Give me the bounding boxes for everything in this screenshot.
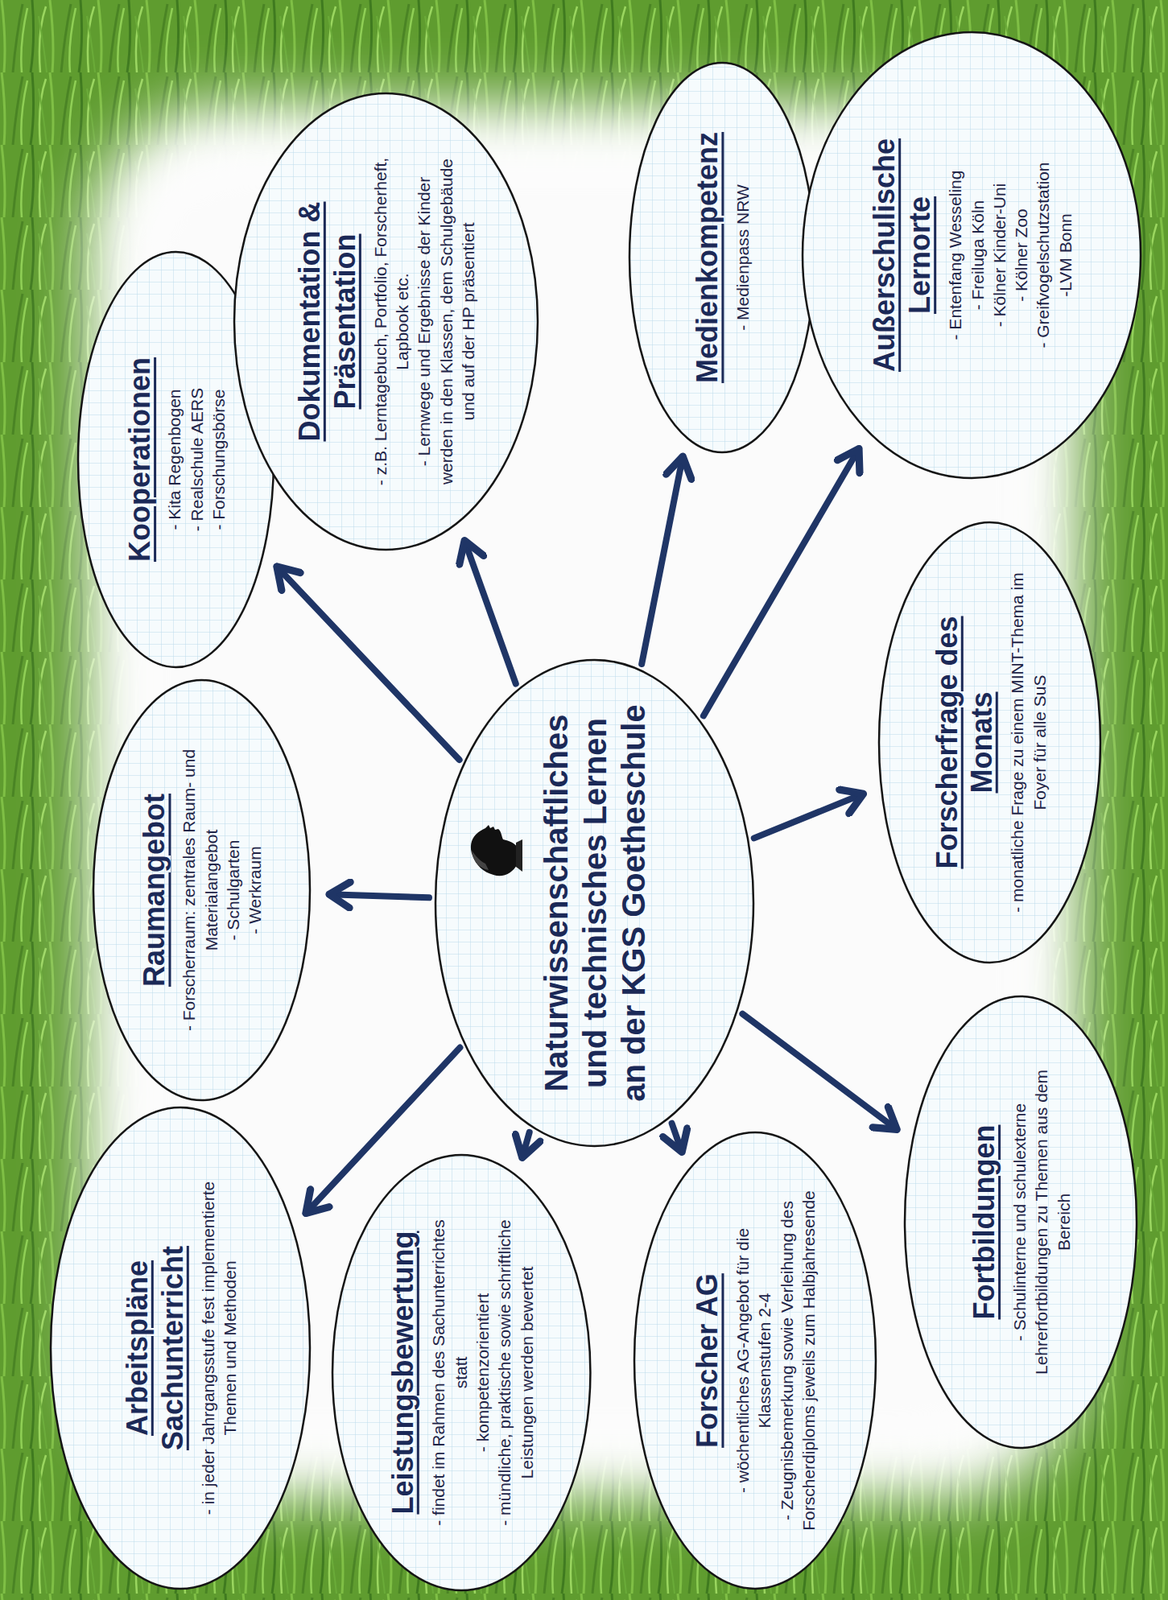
text-stack: Dokumentation & Präsentation- z.B. Lernt… (292, 147, 479, 497)
text-stack: Außerschulische Lernorte - Entenfang Wess… (867, 84, 1078, 426)
topic-bubble: Raumangebot- Forscherraum: zentrales Rau… (91, 678, 312, 1102)
topic-item: - findet im Rahmen des Sachunterrichtes … (427, 1201, 472, 1544)
topic-item: - z.B. Lerntagebuch, Portfolio, Forscher… (369, 147, 414, 497)
topic-bubble: Dokumentation & Präsentation- z.B. Lernt… (232, 91, 540, 552)
text-stack: Forscherfrage des Monats- monatliche Fra… (928, 569, 1050, 917)
topic-item: - Entenfang Wesseling (945, 84, 967, 426)
ellipse-outline (91, 678, 312, 1102)
ellipse-shape (634, 1132, 876, 1589)
text-stack: Kooperationen - Kita Regenbogen- Realschu… (122, 305, 231, 615)
ellipse-shape (93, 680, 310, 1101)
topic-heading: Forscher AG (689, 1181, 726, 1540)
topic-bubble: Fortbildungen- Schulinterne und schulext… (903, 994, 1139, 1450)
silhouette-collar (515, 839, 523, 872)
center-bubble: Naturwissenschaftliches und technisches … (433, 658, 756, 1148)
text-stack: Raumangebot- Forscherraum: zentrales Rau… (136, 729, 267, 1052)
text-stack: Fortbildungen- Schulinterne und schulext… (966, 1044, 1075, 1400)
topic-heading: Fortbildungen (966, 1044, 1003, 1400)
ellipse-shape (904, 996, 1137, 1449)
topic-bubble: Forscherfrage des Monats- monatliche Fra… (877, 520, 1102, 965)
text-stack: Leistungsbewertung- findet im Rahmen des… (385, 1201, 537, 1544)
topic-item: - Forschungsbörse (207, 305, 230, 615)
text-stack: Medienkompetenz- Medienpass NRW (689, 104, 754, 412)
topic-item: - Werkraum (244, 729, 267, 1052)
arrow-connector (522, 1132, 530, 1159)
topic-heading: Raumangebot (136, 729, 173, 1052)
topic-item: - Kölner Zoo (1010, 84, 1032, 426)
ellipse-shape (629, 62, 815, 453)
topic-bubble: Leistungsbewertung- findet im Rahmen des… (330, 1153, 592, 1593)
arrow-connector (742, 1014, 897, 1131)
topic-item: - mündliche, praktische sowie schriftlic… (493, 1201, 538, 1544)
arrow-connector (672, 1123, 683, 1153)
arrow-connector (464, 540, 516, 685)
arrow-connector (276, 566, 460, 760)
topic-bubble: Forscher AG- wöchentliches AG-Angebot fü… (632, 1130, 878, 1591)
topic-heading: Arbeitspläne Sachunterricht (119, 1163, 191, 1533)
topic-bubble: Medienkompetenz- Medienpass NRW (627, 61, 817, 454)
topic-item: - Realschule AERS (185, 305, 208, 615)
topic-heading: Forscherfrage des Monats (928, 569, 1000, 917)
ellipse-shape (234, 93, 538, 550)
ellipse-shape (879, 522, 1101, 963)
ellipse-shape (50, 1107, 310, 1589)
goethe-silhouette (464, 815, 523, 888)
topic-item: - Forscherraum: zentrales Raum- und Mate… (178, 729, 223, 1052)
topic-item: - Schulinterne und schulexterne Lehrerfo… (1008, 1044, 1075, 1400)
text-stack: Naturwissenschaftliches und technisches … (536, 697, 653, 1110)
ellipse-shape (802, 32, 1141, 479)
topic-heading: Dokumentation & Präsentation (292, 147, 364, 497)
ellipse-shape (435, 660, 754, 1147)
topic-item: -LVM Bonn (1054, 84, 1077, 426)
arrow-connector (754, 793, 864, 838)
topic-heading: Medienkompetenz (689, 104, 726, 412)
topic-heading: Leistungsbewertung (385, 1201, 421, 1544)
topic-item: - Greifvogelschutzstation (1032, 84, 1055, 426)
topic-item: - Schulgarten (222, 729, 244, 1052)
arrow-connector (641, 456, 683, 665)
ellipse-outline (632, 1130, 878, 1591)
topic-item: - kompetenzorientiert (471, 1201, 494, 1544)
text-stack: Arbeitspläne Sachunterricht- in jeder Ja… (119, 1163, 241, 1533)
topic-item: - Kölner Kinder-Uni (988, 84, 1011, 426)
topic-item: - Lernwege und Ergebnisse der Kinder wer… (412, 147, 479, 497)
center-title: Naturwissenschaftliches und technisches … (536, 697, 653, 1110)
topic-item: - Zeugnisbemerkung sowie Verleihung des … (775, 1181, 821, 1540)
text-stack: Forscher AG- wöchentliches AG-Angebot fü… (689, 1181, 820, 1540)
topic-item: - wöchentliches AG-Angebot für die Klass… (731, 1181, 776, 1540)
topic-heading: Kooperationen (122, 305, 158, 615)
topic-item: - Freiluga Köln (966, 84, 989, 426)
topic-heading: Außerschulische Lernorte (867, 84, 939, 426)
topic-bubble: Arbeitspläne Sachunterricht- in jeder Ja… (49, 1106, 312, 1591)
topic-item: - in jeder Jahrgangsstufe fest implement… (197, 1163, 242, 1533)
ellipse-shape (332, 1155, 591, 1591)
topic-item: - Medienpass NRW (731, 104, 754, 412)
arrow-connector (703, 449, 859, 717)
topic-item: - monatliche Frage zu einem MINT-Thema i… (1006, 569, 1051, 917)
topic-bubble: Außerschulische Lernorte - Entenfang Wess… (800, 30, 1143, 480)
topic-item: - Kita Regenbogen (164, 305, 186, 615)
arrow-connector (329, 894, 430, 898)
